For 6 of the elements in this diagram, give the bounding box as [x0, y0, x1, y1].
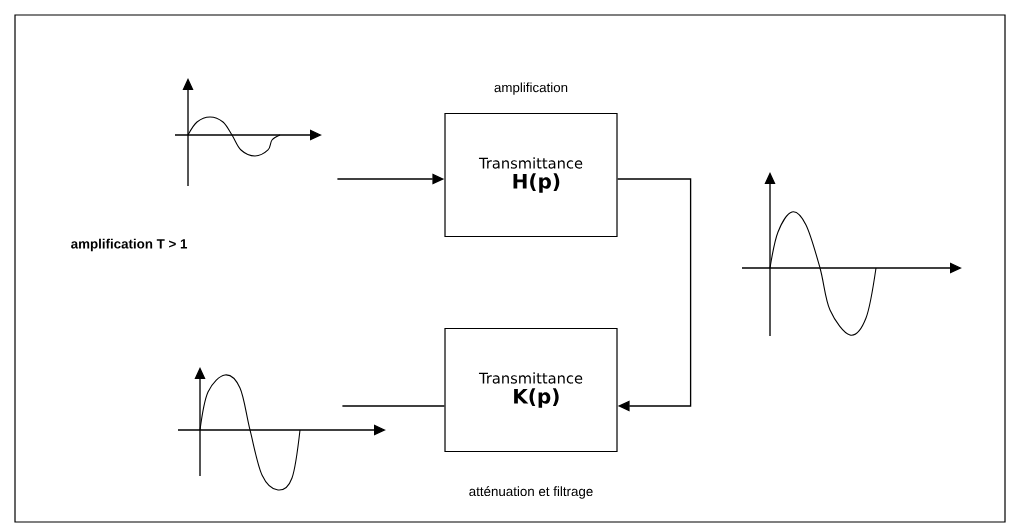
note-label: amplification T > 1: [71, 238, 188, 252]
arrow: [616, 178, 692, 412]
transfer-box: Transmittance H(p): [444, 112, 618, 238]
box-caption: atténuation et filtrage: [469, 486, 593, 499]
box-caption: amplification: [494, 82, 568, 95]
transfer-box: Transmittance K(p): [444, 327, 618, 453]
